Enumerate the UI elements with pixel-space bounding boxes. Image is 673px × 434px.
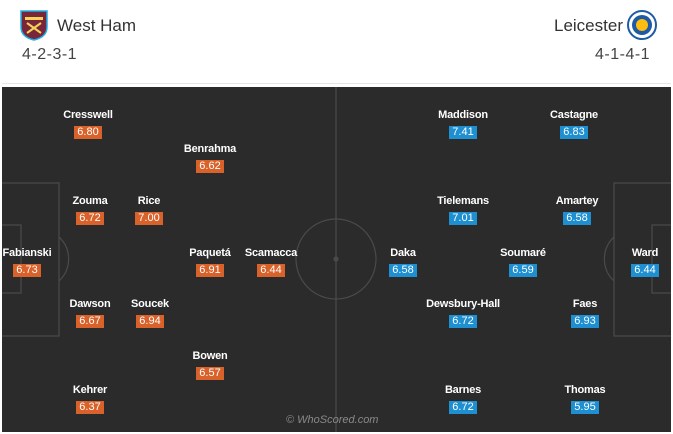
home-player[interactable]: Scamacca 6.44	[216, 247, 326, 278]
player-name: Benrahma	[183, 143, 237, 155]
player-name: Ward	[631, 247, 659, 259]
player-rating: 6.73	[13, 264, 41, 277]
away-formation: 4-1-4-1	[595, 46, 651, 63]
home-player[interactable]: Bowen 6.57	[155, 350, 265, 381]
away-player[interactable]: Tielemans 7.01	[408, 195, 518, 226]
away-player[interactable]: Amartey 6.58	[522, 195, 632, 226]
player-rating: 6.58	[389, 264, 417, 277]
player-rating: 7.00	[135, 212, 163, 225]
home-player[interactable]: Kehrer 6.37	[35, 384, 145, 415]
away-player[interactable]: Thomas 5.95	[530, 384, 640, 415]
home-player[interactable]: Rice 7.00	[94, 195, 204, 226]
player-rating: 6.72	[76, 212, 104, 225]
player-rating: 6.72	[449, 401, 477, 414]
player-rating: 6.91	[196, 264, 224, 277]
home-player[interactable]: Benrahma 6.62	[155, 143, 265, 174]
player-name: Castagne	[550, 109, 598, 121]
home-team-name[interactable]: West Ham	[57, 16, 137, 35]
player-rating: 5.95	[571, 401, 599, 414]
away-team-name[interactable]: Leicester	[554, 16, 623, 35]
match-header: West Ham 4-2-3-1 Leicester 4-1-4-1	[2, 0, 671, 84]
player-rating: 6.59	[509, 264, 537, 277]
player-name: Amartey	[555, 195, 599, 207]
away-player[interactable]: Dewsbury-Hall 6.72	[408, 298, 518, 329]
away-player[interactable]: Daka 6.58	[348, 247, 458, 278]
player-name: Soumaré	[500, 247, 546, 259]
player-name: Bowen	[192, 350, 228, 362]
player-rating: 6.37	[76, 401, 104, 414]
away-player[interactable]: Faes 6.93	[530, 298, 640, 329]
player-name: Daka	[390, 247, 416, 259]
home-player[interactable]: Soucek 6.94	[95, 298, 205, 329]
player-rating: 7.41	[449, 126, 477, 139]
home-goalkeeper[interactable]: Fabianski 6.73	[2, 247, 82, 278]
player-name: Dawson	[69, 298, 111, 310]
leicester-crest-icon	[627, 10, 657, 40]
player-name: Dewsbury-Hall	[426, 298, 500, 310]
away-player[interactable]: Maddison 7.41	[408, 109, 518, 140]
home-player[interactable]: Dawson 6.67	[35, 298, 145, 329]
player-name: Maddison	[438, 109, 488, 121]
home-player[interactable]: Zouma 6.72	[35, 195, 145, 226]
away-player[interactable]: Barnes 6.72	[408, 384, 518, 415]
player-rating: 6.57	[196, 367, 224, 380]
player-name: Zouma	[72, 195, 108, 207]
player-rating: 6.80	[74, 126, 102, 139]
player-rating: 6.62	[196, 160, 224, 173]
player-rating: 6.67	[76, 315, 104, 328]
home-player[interactable]: Cresswell 6.80	[33, 109, 143, 140]
away-goalkeeper[interactable]: Ward 6.44	[590, 247, 671, 278]
whoscored-watermark: © WhoScored.com	[286, 414, 379, 426]
player-name: Rice	[137, 195, 161, 207]
player-rating: 6.72	[449, 315, 477, 328]
player-rating: 7.01	[449, 212, 477, 225]
away-player[interactable]: Castagne 6.83	[519, 109, 629, 140]
player-rating: 6.94	[136, 315, 164, 328]
player-name: Soucek	[131, 298, 169, 310]
player-rating: 6.93	[571, 315, 599, 328]
pitch-lines	[2, 87, 671, 432]
player-name: Kehrer	[72, 384, 108, 396]
player-name: Paquetá	[189, 247, 231, 259]
player-name: Scamacca	[244, 247, 298, 259]
player-name: Fabianski	[2, 247, 52, 259]
west-ham-crest-icon	[20, 10, 48, 41]
pitch: Cresswell 6.80 Benrahma 6.62 Zouma 6.72 …	[2, 87, 671, 432]
away-player[interactable]: Soumaré 6.59	[468, 247, 578, 278]
player-rating: 6.44	[257, 264, 285, 277]
player-rating: 6.83	[560, 126, 588, 139]
player-rating: 6.44	[631, 264, 659, 277]
player-name: Faes	[572, 298, 598, 310]
player-name: Barnes	[444, 384, 482, 396]
player-name: Thomas	[564, 384, 606, 396]
player-rating: 6.58	[563, 212, 591, 225]
player-name: Cresswell	[63, 109, 113, 121]
home-formation: 4-2-3-1	[22, 46, 78, 63]
home-player[interactable]: Paquetá 6.91	[155, 247, 265, 278]
player-name: Tielemans	[437, 195, 489, 207]
